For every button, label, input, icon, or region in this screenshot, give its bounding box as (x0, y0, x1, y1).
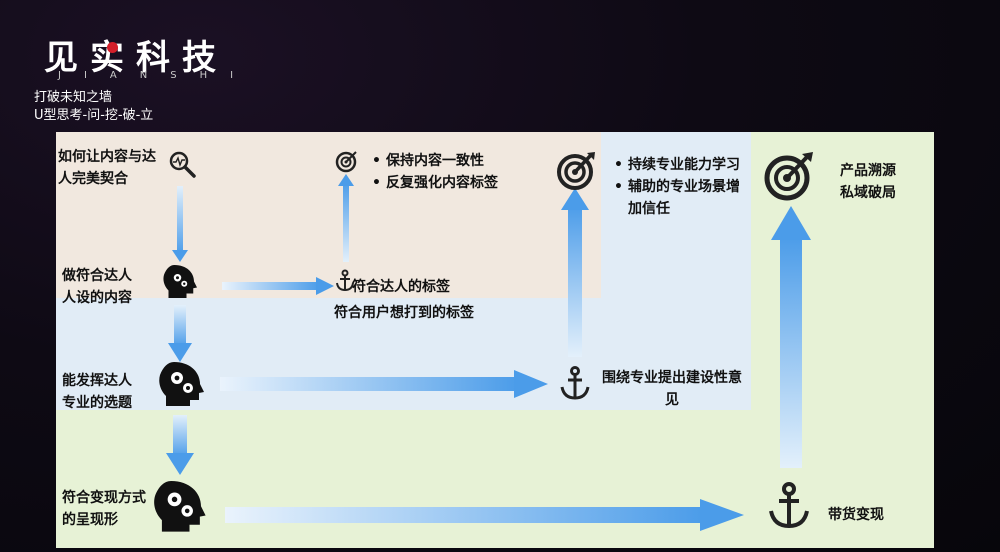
head-gears-icon-3 (154, 481, 206, 532)
stage-1-label: 如何让内容与达人完美契合 (58, 149, 156, 187)
tagline-2: U型思考-问-挖-破-立 (34, 108, 154, 123)
logo-dot-icon (107, 42, 118, 53)
arrow-down-2 (168, 305, 192, 362)
target-icon-2 (557, 152, 595, 190)
tagline-1: 打破未知之墙 (34, 90, 113, 105)
brand-sub: JIANSHI (58, 70, 257, 81)
arrow-down-3 (166, 415, 194, 475)
arrow-up-3 (771, 206, 811, 468)
head-gears-icon-2 (159, 362, 204, 406)
arrow-right-1 (222, 277, 334, 295)
anchor-icon-3 (769, 482, 809, 529)
target2-item-2: 辅助的专业场景增加信任 (614, 176, 753, 220)
magnifier-icon (169, 151, 196, 178)
anchor1-sub-label: 符合用户想打到的标签 (334, 305, 474, 321)
target-icon-3 (764, 152, 813, 201)
stage-2-label: 做符合达人人设的内容 (62, 268, 132, 306)
target1-item-1: 保持内容一致性 (372, 150, 516, 172)
anchor1-label: 符合达人的标签 (352, 279, 450, 295)
target1-item-2: 反复强化内容标签 (372, 172, 506, 194)
arrow-down-1 (172, 186, 188, 262)
anchor2-label: 围绕专业提出建设性意见 (602, 370, 742, 408)
target3-item-1: 产品溯源 (840, 163, 896, 179)
anchor-icon-1 (336, 269, 354, 292)
stage-3-label: 能发挥达人专业的选题 (62, 373, 132, 411)
head-gears-icon-1 (163, 265, 197, 298)
target-icon-1 (335, 151, 357, 173)
arrow-up-1 (338, 174, 354, 262)
stage-4-label: 符合变现方式的呈现形 (62, 490, 146, 528)
anchor-icon-2 (560, 366, 590, 400)
arrow-up-2 (561, 188, 589, 357)
target2-item-1: 持续专业能力学习 (614, 154, 753, 176)
brand-logo: 见实科技 (44, 30, 228, 79)
anchor3-label: 带货变现 (828, 507, 884, 523)
arrow-right-3 (225, 499, 744, 531)
brand-name: 见实科技 (44, 38, 228, 78)
target3-item-2: 私域破局 (840, 185, 896, 201)
arrow-right-2 (220, 370, 548, 398)
